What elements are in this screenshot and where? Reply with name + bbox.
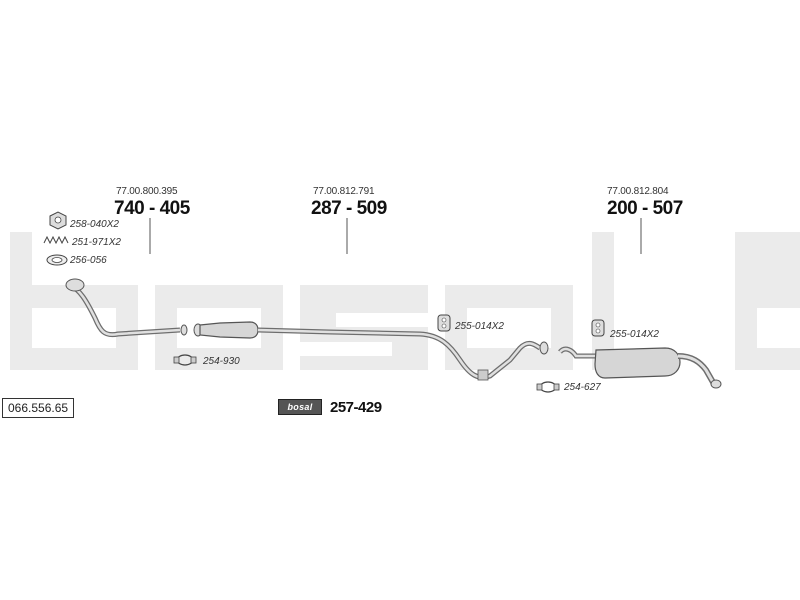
nut-icon: [49, 211, 67, 230]
front-resonator: [199, 321, 259, 339]
spring-icon: [43, 235, 69, 245]
accessory-code: 254-930: [203, 356, 240, 367]
kit-part-number: 257-429: [330, 399, 382, 416]
reference-number: 066.556.65: [2, 398, 75, 418]
accessory-code: 258-040X2: [70, 219, 119, 230]
part-number: 740 - 405: [114, 198, 190, 219]
oe-number: 77.00.800.395: [116, 186, 178, 197]
oe-number: 77.00.812.804: [607, 186, 669, 197]
accessory-code: 254-627: [564, 382, 601, 393]
bosal-kit-box: bosal: [278, 399, 322, 415]
rubber-mount-icon: [591, 319, 605, 337]
accessory-code: 255-014X2: [455, 321, 504, 332]
downpipe-flange: [65, 278, 85, 292]
rear-silencer-box: [594, 347, 681, 379]
rear-silencer-section: [558, 346, 722, 389]
part-number: 287 - 509: [311, 198, 387, 219]
clamp-icon: [536, 381, 560, 393]
gasket-ring-icon: [46, 254, 68, 266]
accessory-code: 255-014X2: [610, 329, 659, 340]
part-number: 200 - 507: [607, 198, 683, 219]
front-downpipe-pipe: [68, 282, 181, 338]
accessory-code: 251-971X2: [72, 237, 121, 248]
accessory-code: 256-056: [70, 255, 107, 266]
clamp-icon: [173, 354, 197, 366]
rubber-mount-icon: [437, 314, 451, 332]
centre-pipe-section: [193, 321, 549, 381]
oe-number: 77.00.812.791: [313, 186, 375, 197]
brand-label: bosal: [287, 402, 313, 412]
